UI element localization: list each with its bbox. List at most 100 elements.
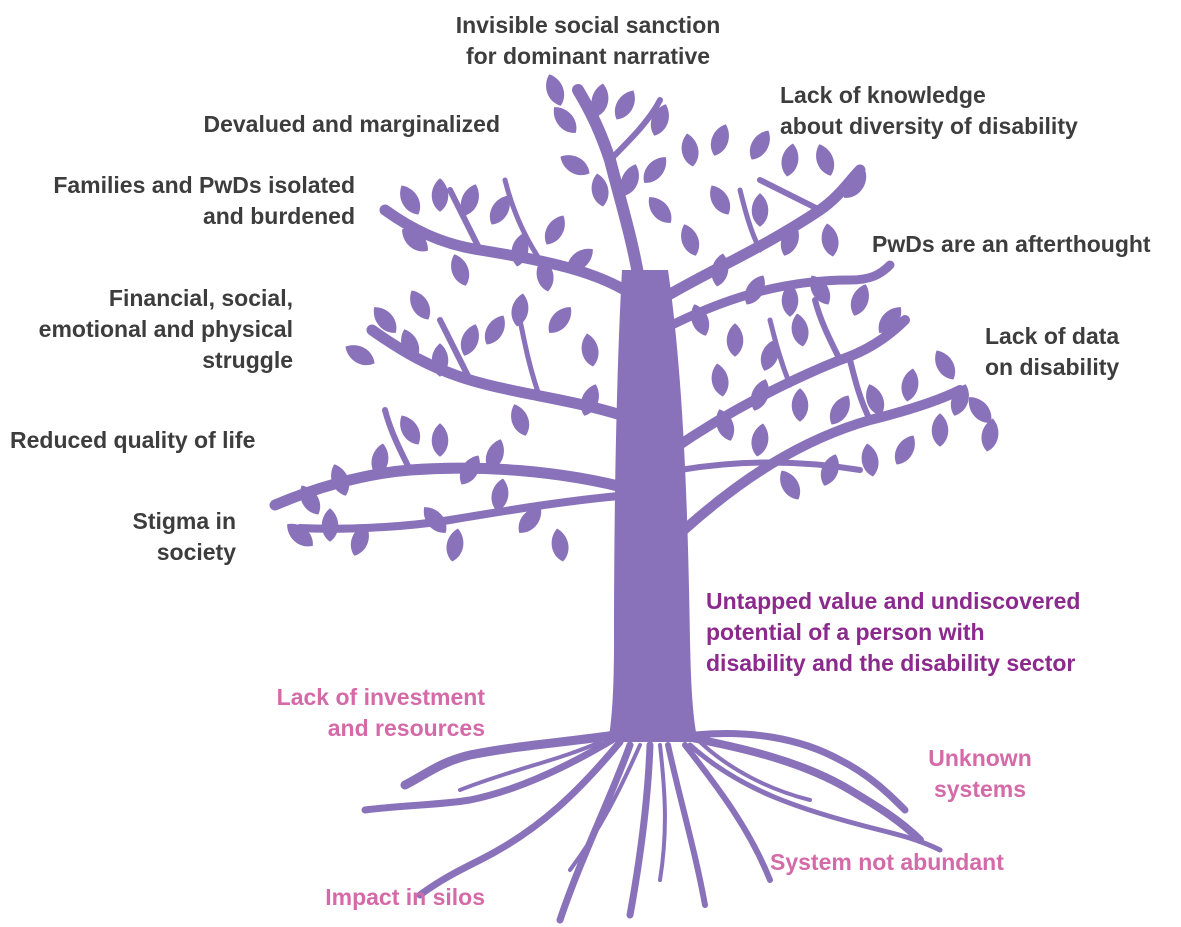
leaf-shape <box>710 185 731 215</box>
leaf-shape <box>536 258 554 292</box>
leaf-shape <box>518 507 542 533</box>
leaf-shape <box>300 485 321 515</box>
leaf-shape <box>750 379 769 411</box>
leaf-shape <box>423 507 447 533</box>
label-line: Untapped value and undiscovered <box>706 588 1081 614</box>
label-root-lack-investment: Lack of investment and resources <box>230 682 485 744</box>
tree-trunk <box>608 270 698 742</box>
leaf-shape <box>648 197 672 223</box>
leaf-shape <box>820 454 839 486</box>
leaf-shape <box>681 224 700 256</box>
leaf-shape <box>866 384 885 416</box>
label-root-impact-silos: Impact in silos <box>280 882 485 913</box>
leaf-shape <box>431 343 449 377</box>
label-line: Impact in silos <box>325 884 485 910</box>
leaf-shape <box>345 345 375 366</box>
leaf-shape <box>491 478 509 512</box>
leaf-shape <box>446 528 464 562</box>
leaf-shape <box>410 290 431 320</box>
leaf-shape <box>711 253 729 287</box>
leaf-shape <box>431 178 449 212</box>
label-reduced-quality: Reduced quality of life <box>10 425 300 456</box>
leaf-shape <box>981 418 999 452</box>
label-pwds-afterthought: PwDs are an afterthought <box>872 229 1172 260</box>
label-root-system-not-abundant: System not abundant <box>770 847 1040 878</box>
leaf-shape <box>620 164 639 196</box>
leaf-shape <box>321 508 339 542</box>
leaf-shape <box>459 455 480 485</box>
label-line: Financial, social, <box>108 285 293 311</box>
leaf-shape <box>816 144 835 176</box>
leaf-shape <box>614 90 635 120</box>
leaf-shape <box>968 397 992 423</box>
label-line: emotional and physical <box>38 316 293 342</box>
leaf-shape <box>850 284 869 316</box>
leaf-shape <box>950 384 969 416</box>
label-financial-struggle: Financial, social, emotional and physica… <box>0 283 293 376</box>
label-line: Unknown <box>928 745 1032 771</box>
leaf-shape <box>810 275 831 305</box>
leaf-shape <box>935 350 956 380</box>
leaf-shape <box>843 172 867 198</box>
leaf-shape <box>781 283 799 317</box>
leaf-shape <box>560 155 590 176</box>
leaf-shape <box>484 315 505 345</box>
label-line: System not abundant <box>770 849 1004 875</box>
label-families-isolated: Families and PwDs isolated and burdened <box>10 170 355 232</box>
leaf-shape <box>580 384 599 416</box>
leaf-shape <box>744 275 765 305</box>
leaf-shape <box>431 423 449 457</box>
leaf-shape <box>791 313 809 347</box>
leaf-shape <box>401 329 420 361</box>
leaf-shape <box>781 143 799 177</box>
leaf-shape <box>373 307 397 333</box>
tree-leaves <box>287 74 999 562</box>
leaf-shape <box>485 439 504 471</box>
leaf-shape <box>460 184 479 216</box>
label-line: on disability <box>985 354 1120 380</box>
leaf-shape <box>878 307 902 333</box>
label-line: Lack of investment <box>276 684 485 710</box>
leaf-shape <box>451 254 470 286</box>
label-line: struggle <box>202 347 293 373</box>
leaf-shape <box>511 404 530 436</box>
leaf-shape <box>548 307 572 333</box>
leaf-shape <box>350 524 369 556</box>
label-devalued-marginalized: Devalued and marginalized <box>150 109 500 140</box>
leaf-shape <box>749 130 770 160</box>
label-stigma-society: Stigma in society <box>60 506 236 568</box>
label-line: disability and the disability sector <box>706 650 1076 676</box>
leaf-shape <box>553 107 577 133</box>
leaf-shape <box>780 224 799 256</box>
leaf-shape <box>591 173 609 207</box>
leaf-shape <box>710 124 729 156</box>
leaf-shape <box>861 443 879 477</box>
leaf-shape <box>567 248 593 272</box>
label-line: potential of a person with <box>706 619 985 645</box>
leaf-shape <box>591 83 609 117</box>
label-root-unknown-systems: Unknown systems <box>915 743 1045 805</box>
label-line: Devalued and marginalized <box>203 111 500 137</box>
label-line: Lack of knowledge <box>780 82 986 108</box>
leaf-shape <box>894 435 915 465</box>
leaf-shape <box>544 215 565 245</box>
label-lack-of-knowledge: Lack of knowledge about diversity of dis… <box>780 80 1120 142</box>
leaf-shape <box>931 413 949 447</box>
leaf-shape <box>901 368 919 402</box>
leaf-shape <box>711 363 729 397</box>
label-line: systems <box>933 776 1027 802</box>
leaf-shape <box>780 470 801 500</box>
leaf-shape <box>489 195 510 225</box>
label-invisible-social-sanction: Invisible social sanction for dominant n… <box>438 10 738 72</box>
leaf-shape <box>400 185 421 215</box>
leaf-shape <box>760 339 779 371</box>
label-line: Families and PwDs isolated <box>53 172 355 198</box>
label-line: and burdened <box>202 203 355 229</box>
leaf-shape <box>460 324 479 356</box>
leaf-shape <box>643 157 667 183</box>
leaf-shape <box>829 395 850 425</box>
leaf-shape <box>546 74 565 106</box>
label-line: about diversity of disability <box>780 113 1078 139</box>
label-line: Invisible social sanction <box>455 12 721 38</box>
